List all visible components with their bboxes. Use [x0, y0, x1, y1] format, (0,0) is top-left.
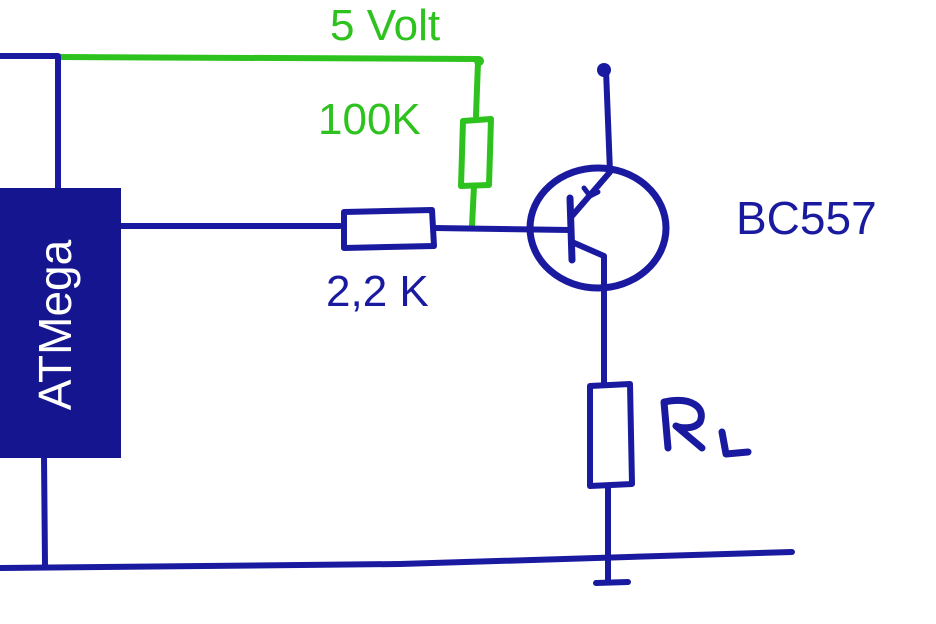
supply-label: 5 Volt: [330, 1, 440, 50]
base-wire: [431, 225, 573, 233]
transistor-label: BC557: [736, 192, 877, 244]
bc557-transistor: BC557: [526, 63, 877, 388]
transistor-collector-lead: [569, 239, 607, 388]
ground-symbol: [593, 579, 631, 586]
pullup-lower-lead: [469, 183, 477, 229]
mcu-ground-lead: [41, 453, 48, 568]
load-resistor-label-text: R L: [0, 0, 2, 1]
left-top-wire: [0, 53, 61, 195]
load-resistor: R L: [0, 0, 752, 586]
transistor-emitter-arrow: [581, 185, 601, 199]
atmega-chip: ATMega: [0, 188, 121, 458]
transistor-envelope: [526, 164, 670, 292]
pullup-resistor-body: [458, 116, 494, 189]
emitter-supply-dot: [597, 63, 611, 77]
supply-junction-dot: [474, 56, 484, 66]
pullup-resistor-label: 100K: [318, 95, 421, 144]
load-resistor-body: [587, 381, 635, 489]
transistor-emitter-lead: [569, 67, 613, 219]
base-resistor-body: [341, 207, 437, 251]
load-resistor-label: R L: [0, 0, 752, 458]
base-resistor-label: 2,2 K: [326, 267, 429, 316]
load-label-l-glyph: [718, 428, 752, 458]
transistor-base-bar: [566, 194, 576, 264]
load-label-r-glyph: [660, 397, 706, 452]
ground-rail-wire: [0, 549, 795, 571]
atmega-chip-label: ATMega: [29, 239, 81, 410]
supply-network: 5 Volt 100K: [55, 1, 494, 229]
atmega-chip-body: [0, 188, 121, 458]
signal-network: 2,2 K: [0, 53, 795, 571]
